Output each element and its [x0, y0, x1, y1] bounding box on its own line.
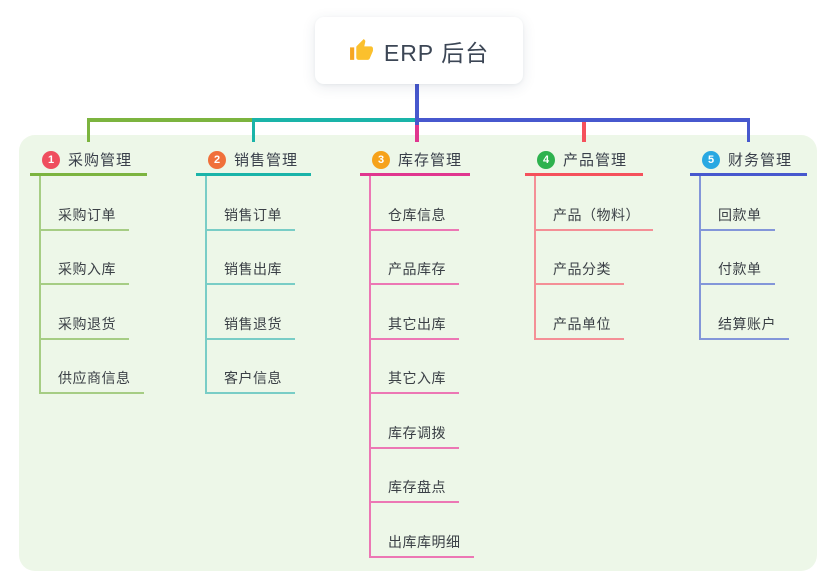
list-item: 产品单位	[536, 285, 643, 340]
leaf-node-label[interactable]: 产品分类	[536, 262, 624, 285]
list-item: 供应商信息	[41, 340, 147, 394]
leaf-node-label[interactable]: 产品（物料）	[536, 208, 653, 231]
connector-rail-left	[86, 118, 256, 122]
branch-5: 5 财务管理回款单付款单结算账户	[690, 146, 807, 340]
connector-drop-branch-2	[251, 118, 256, 142]
leaf-node-label[interactable]: 采购订单	[41, 208, 129, 231]
connector-drop-branch-1	[86, 118, 91, 142]
root-label: ERP 后台	[383, 39, 490, 66]
branch-1: 1 采购管理采购订单采购入库采购退货供应商信息	[30, 146, 147, 394]
branch-number-badge: 1	[42, 150, 60, 169]
branch-item-list: 销售订单销售出库销售退货客户信息	[205, 176, 311, 394]
branch-2: 2 销售管理销售订单销售出库销售退货客户信息	[196, 146, 311, 394]
leaf-node-label[interactable]: 其它出库	[371, 317, 459, 340]
leaf-node-label[interactable]: 出库库明细	[371, 535, 474, 558]
branch-number-badge: 5	[702, 150, 720, 169]
branch-node-label[interactable]: 4 产品管理	[525, 146, 643, 176]
root-node[interactable]: ERP 后台	[315, 17, 523, 84]
leaf-node-label[interactable]: 回款单	[701, 208, 775, 231]
branch-3: 3 库存管理仓库信息产品库存其它出库其它入库库存调拨库存盘点出库库明细	[360, 146, 474, 558]
leaf-node-label[interactable]: 客户信息	[207, 371, 295, 394]
leaf-node-label[interactable]: 库存盘点	[371, 480, 459, 503]
branch-title: 产品管理	[563, 152, 628, 169]
leaf-node-label[interactable]: 结算账户	[701, 317, 789, 340]
branch-node-label[interactable]: 1 采购管理	[30, 146, 147, 176]
list-item: 付款单	[701, 231, 807, 285]
connector-drop-branch-4	[582, 118, 586, 142]
list-item: 其它出库	[371, 285, 470, 340]
list-item: 产品分类	[536, 231, 643, 285]
branch-number-badge: 4	[537, 150, 555, 169]
leaf-node-label[interactable]: 销售退货	[207, 317, 295, 340]
thumbs-up-icon	[349, 38, 374, 63]
list-item: 销售订单	[207, 176, 311, 231]
leaf-node-label[interactable]: 采购入库	[41, 262, 129, 285]
branch-4: 4 产品管理产品（物料） 产品分类产品单位	[525, 146, 653, 340]
list-item: 销售出库	[207, 231, 311, 285]
branch-number-badge: 3	[372, 150, 390, 169]
list-item: 产品（物料）	[536, 176, 653, 231]
connector-rail-right	[415, 118, 751, 122]
branch-item-list: 仓库信息产品库存其它出库其它入库库存调拨库存盘点出库库明细	[369, 176, 474, 558]
list-item: 结算账户	[701, 285, 807, 340]
branch-item-list: 产品（物料） 产品分类产品单位	[534, 176, 653, 340]
branch-title: 销售管理	[234, 152, 299, 169]
branch-node-label[interactable]: 5 财务管理	[690, 146, 807, 176]
list-item: 出库库明细	[371, 503, 474, 558]
list-item: 销售退货	[207, 285, 311, 340]
branch-node-label[interactable]: 2 销售管理	[196, 146, 311, 176]
mindmap-panel	[19, 135, 817, 571]
leaf-node-label[interactable]: 仓库信息	[371, 208, 459, 231]
leaf-node-label[interactable]: 付款单	[701, 262, 775, 285]
leaf-node-label[interactable]: 销售订单	[207, 208, 295, 231]
branch-item-list: 回款单付款单结算账户	[699, 176, 807, 340]
connector-root-trunk	[415, 84, 419, 125]
list-item: 仓库信息	[371, 176, 470, 231]
list-item: 其它入库	[371, 340, 470, 394]
connector-drop-branch-5	[746, 118, 751, 142]
list-item: 采购入库	[41, 231, 147, 285]
list-item: 回款单	[701, 176, 807, 231]
branch-title: 财务管理	[728, 152, 793, 169]
branch-node-label[interactable]: 3 库存管理	[360, 146, 470, 176]
leaf-node-label[interactable]: 采购退货	[41, 317, 129, 340]
list-item: 产品库存	[371, 231, 470, 285]
branch-item-list: 采购订单采购入库采购退货供应商信息	[39, 176, 147, 394]
list-item: 采购订单	[41, 176, 147, 231]
list-item: 采购退货	[41, 285, 147, 340]
list-item: 客户信息	[207, 340, 311, 394]
list-item: 库存调拨	[371, 394, 470, 449]
leaf-node-label[interactable]: 其它入库	[371, 371, 459, 394]
leaf-node-label[interactable]: 产品库存	[371, 262, 459, 285]
leaf-node-label[interactable]: 产品单位	[536, 317, 624, 340]
connector-drop-branch-3	[415, 118, 419, 142]
connector-rail-mid	[251, 118, 419, 122]
branch-title: 库存管理	[398, 152, 463, 169]
leaf-node-label[interactable]: 供应商信息	[41, 371, 144, 394]
leaf-node-label[interactable]: 销售出库	[207, 262, 295, 285]
leaf-node-label[interactable]: 库存调拨	[371, 426, 459, 449]
list-item: 库存盘点	[371, 449, 470, 503]
branch-number-badge: 2	[208, 150, 226, 169]
branch-title: 采购管理	[68, 152, 133, 169]
